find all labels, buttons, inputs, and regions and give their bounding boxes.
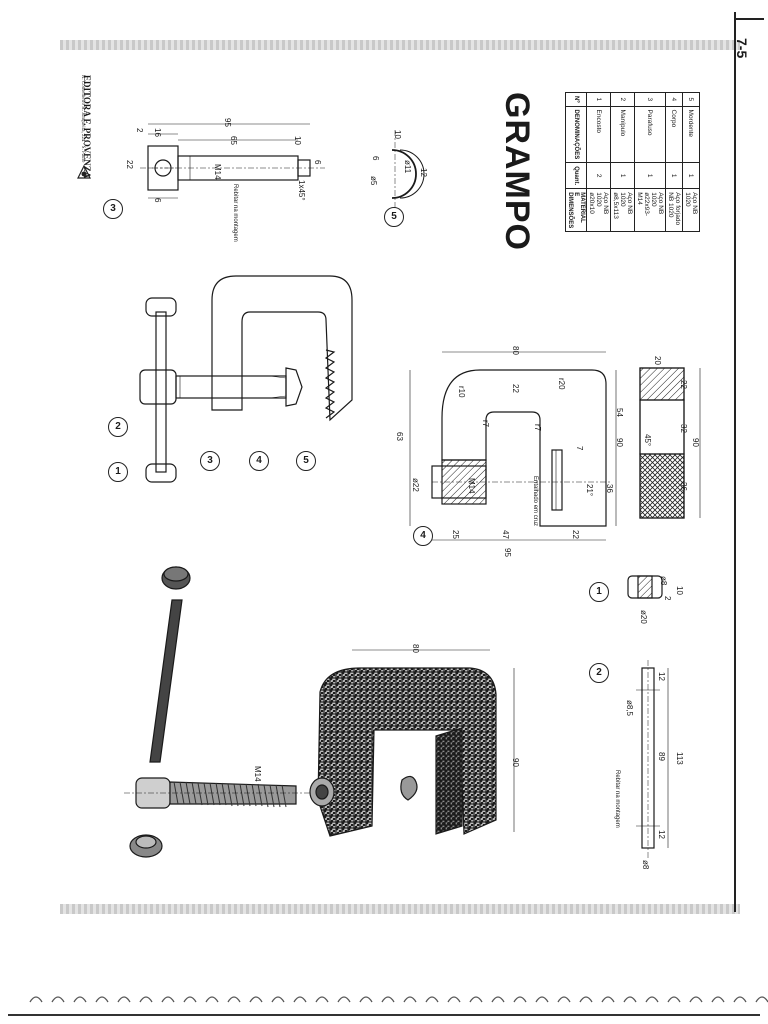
- dim-label: 10: [675, 586, 684, 595]
- dim-label: 36: [605, 484, 614, 493]
- dim-label: 25: [451, 530, 460, 539]
- dim-label: 65: [229, 136, 238, 145]
- callout-5-assembly: 5: [296, 451, 316, 471]
- top-right-tick: [734, 18, 764, 20]
- callout-5-detail: 5: [384, 207, 404, 227]
- callout-2-detail: 2: [589, 663, 609, 683]
- dim-label: M14: [213, 164, 222, 180]
- dim-label: 113: [675, 752, 684, 765]
- right-margin-line: [734, 12, 736, 912]
- dim-label: 89: [657, 752, 666, 761]
- callout-2: 2: [108, 417, 128, 437]
- callout-4-assembly: 4: [249, 451, 269, 471]
- dim-label: ø8,5: [625, 700, 634, 717]
- dim-label: 90: [511, 758, 520, 767]
- logo-mark: [77, 164, 91, 179]
- dim-label: ø5: [369, 176, 378, 186]
- dim-label: 32: [679, 424, 688, 433]
- dim-label: M14: [467, 478, 476, 494]
- isometric-view: [124, 566, 515, 858]
- dim-label: 95: [503, 548, 512, 557]
- bottom-gray-band: [60, 904, 740, 914]
- dim-label: 63: [395, 432, 404, 441]
- dim-label: M14: [253, 766, 262, 782]
- view2-handle: [636, 660, 669, 858]
- dim-label: 12: [657, 830, 666, 839]
- dim-label: r7: [533, 424, 542, 432]
- dim-label: ø11: [403, 160, 412, 174]
- dim-label: 80: [511, 346, 520, 355]
- dim-label: 45°: [643, 434, 652, 447]
- note-rebitar: Rebitar na montagem: [232, 184, 238, 242]
- callout-3-assembly: 3: [200, 451, 220, 471]
- dim-label: 90: [691, 438, 700, 447]
- view1-pad: [627, 575, 663, 599]
- dim-label: 16: [153, 128, 162, 137]
- bottom-rule: [8, 1014, 760, 1016]
- note-entalhado: Entalhado em cruz: [532, 476, 538, 527]
- dim-label: 22: [511, 384, 520, 393]
- dim-label: 47: [501, 530, 510, 539]
- note-rebitar-2: Rebitar na montagem: [614, 770, 620, 828]
- dim-label: 12: [657, 672, 666, 681]
- callout-4: 4: [413, 526, 433, 546]
- dim-label: 7: [575, 446, 584, 451]
- dim-label: 12: [419, 168, 428, 177]
- dim-label: 2: [135, 128, 144, 133]
- dim-label: 22: [679, 380, 688, 389]
- dim-label: 54: [615, 408, 624, 417]
- dim-label: 22: [125, 160, 134, 169]
- dim-label: 20: [653, 356, 662, 365]
- dim-label: 21°: [585, 484, 594, 497]
- bottom-wave-pattern: [29, 996, 768, 1003]
- dim-label: r7: [481, 420, 490, 428]
- dim-label: r10: [457, 386, 466, 398]
- view4-body: [409, 351, 701, 541]
- dim-label: 2: [663, 596, 672, 601]
- callout-1: 1: [108, 462, 128, 482]
- dim-label: r20: [557, 378, 566, 390]
- dim-label: 80: [411, 644, 420, 653]
- top-gray-band: [60, 40, 740, 50]
- dim-label: 36: [679, 482, 688, 491]
- dim-label: ø20: [639, 610, 648, 624]
- callout-1-detail: 1: [589, 582, 609, 602]
- dim-label: 10: [393, 130, 402, 139]
- dim-label: ø8: [659, 576, 668, 586]
- dim-label: 90: [615, 438, 624, 447]
- dim-label: ø22: [411, 478, 420, 492]
- dim-label: 22: [571, 530, 580, 539]
- dim-label: 6: [153, 198, 162, 203]
- dim-label: 1x45°: [297, 180, 306, 201]
- dim-label: ø8: [641, 860, 650, 870]
- dim-label: 10: [293, 136, 302, 145]
- dim-label: 6: [313, 160, 322, 165]
- dim-label: 95: [223, 118, 232, 127]
- dim-label: 6: [371, 156, 380, 161]
- clamp-assembly: [139, 275, 353, 483]
- callout-3: 3: [103, 199, 123, 219]
- view5-jaw: [391, 130, 425, 214]
- view3-screw: [140, 123, 325, 199]
